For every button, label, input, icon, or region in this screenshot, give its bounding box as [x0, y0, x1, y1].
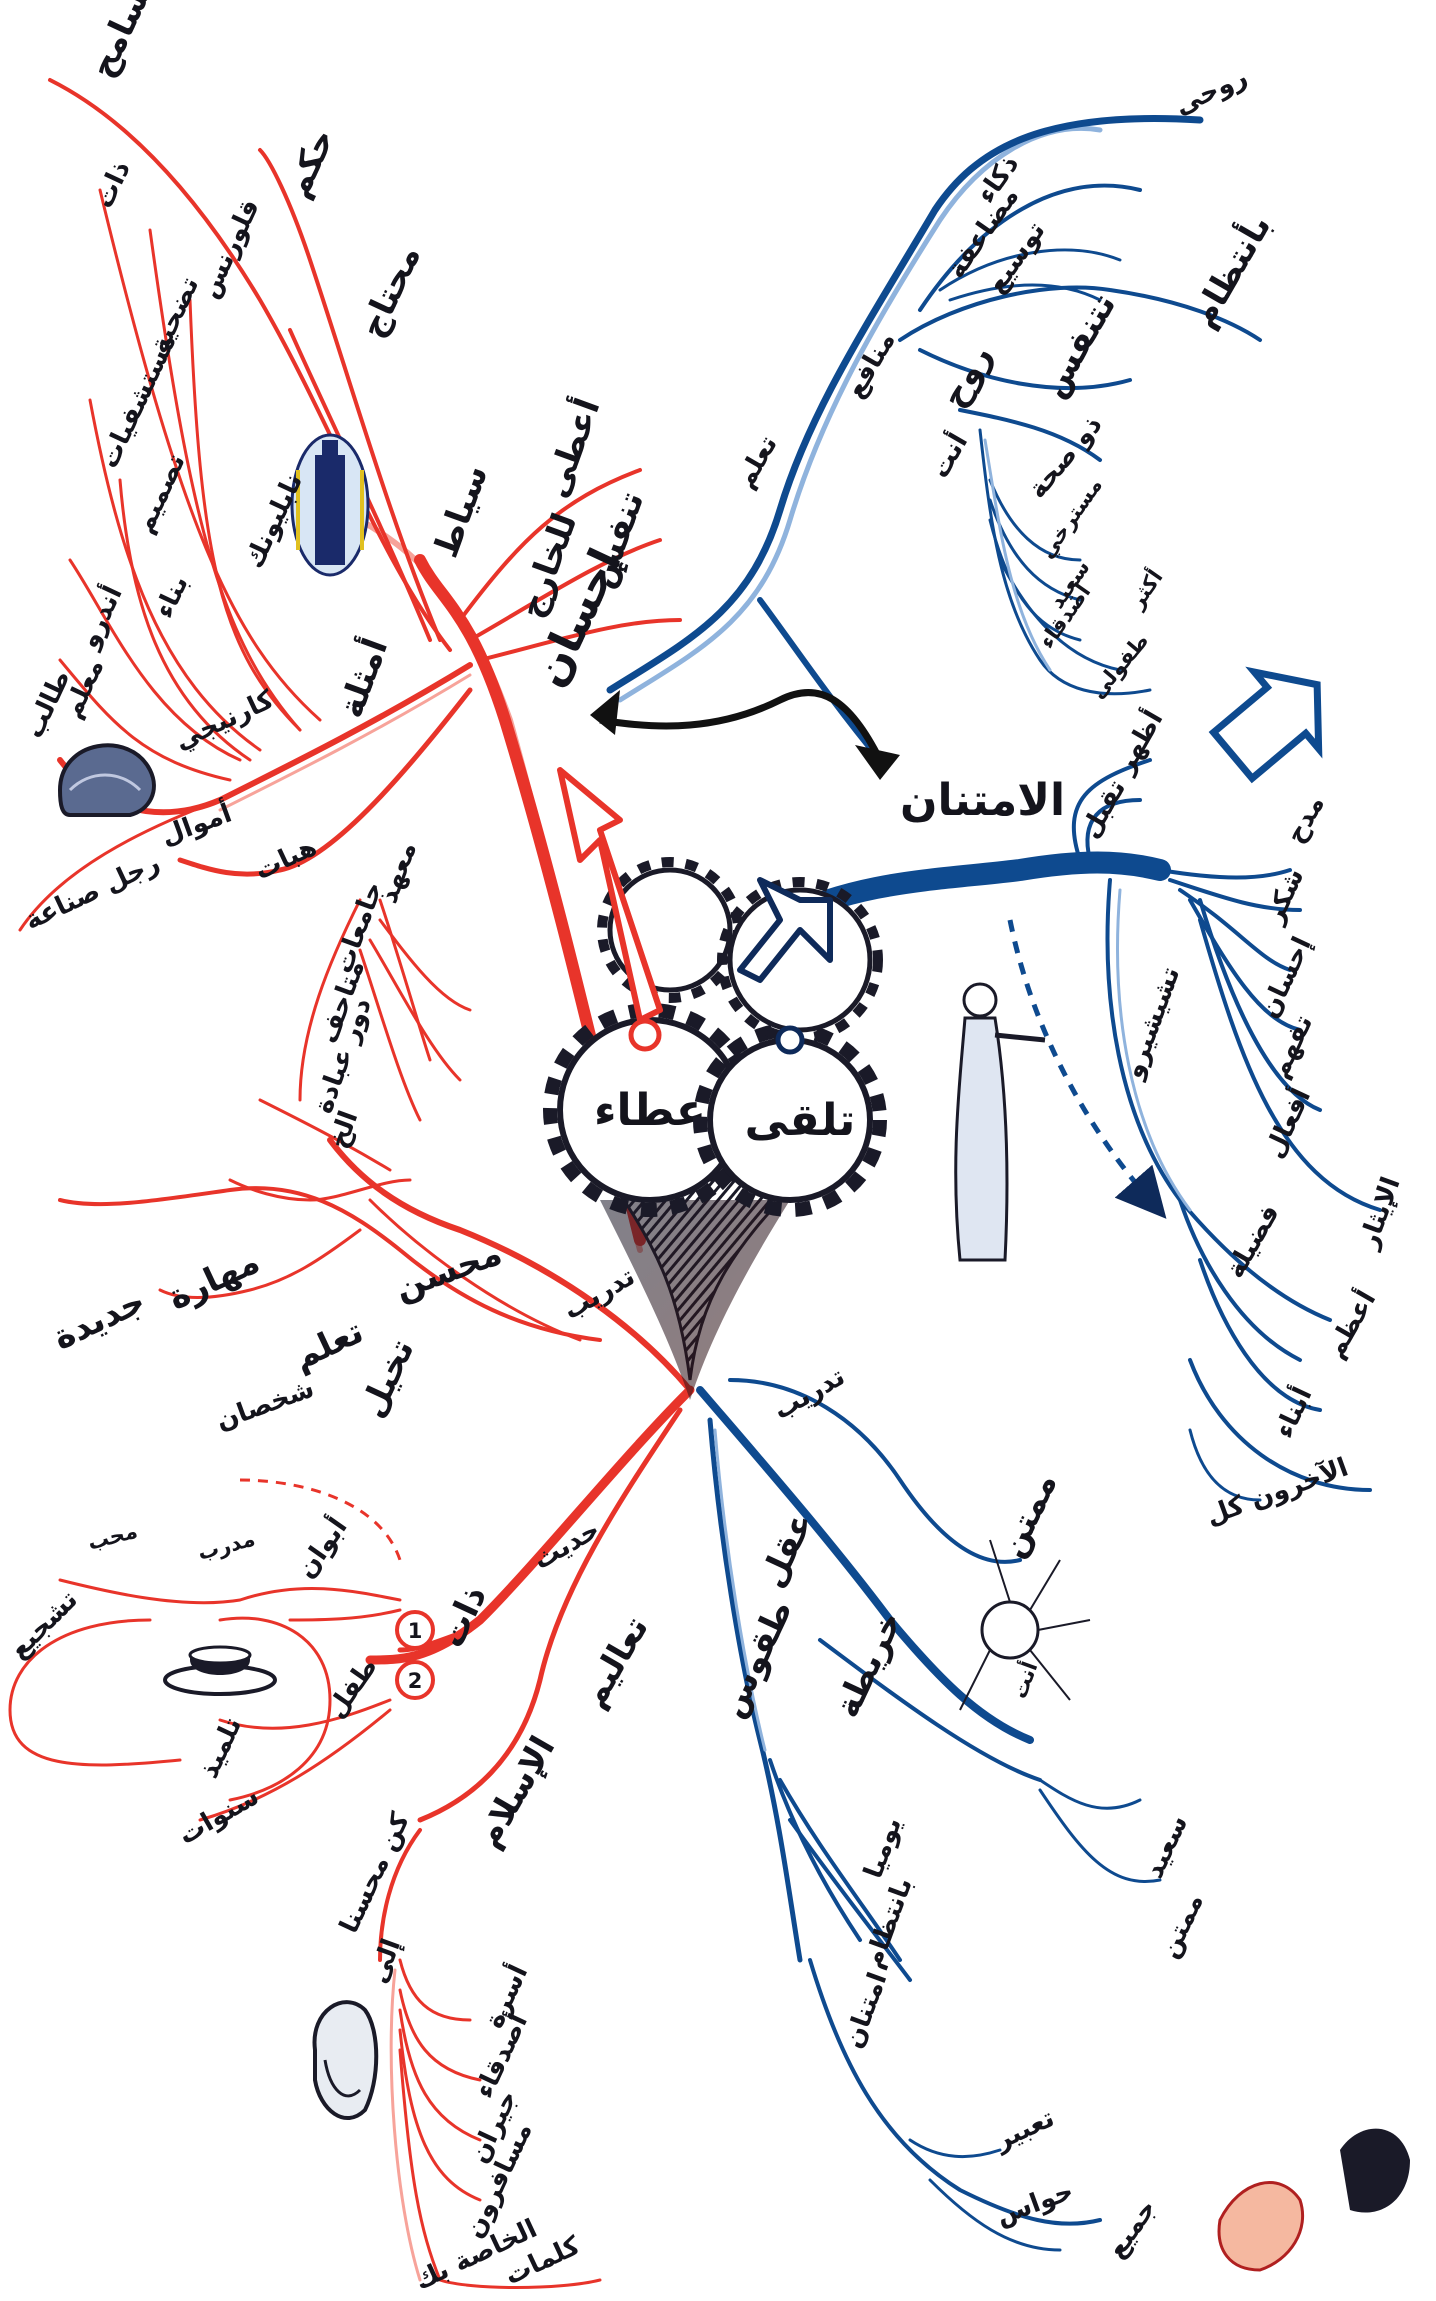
word-kharita: خريطة: [827, 1605, 911, 1724]
word-aata: أعطى: [533, 392, 608, 503]
word-madh: مدح: [1280, 790, 1331, 848]
gear-receive: تلقى: [700, 1030, 880, 1210]
word-taabir: تعبير: [988, 2103, 1059, 2157]
standing-man-icon: [956, 984, 1045, 1260]
blue-bottom-branch: [700, 1380, 1160, 2250]
brain-icon: [60, 745, 154, 815]
word-afaal: أفعال: [1256, 1083, 1317, 1163]
word-dur-ibada: دور عبادة: [308, 994, 377, 1117]
word-bintizam: بأنتظام: [1181, 206, 1280, 334]
word-mutasameh: متسامح: [82, 0, 172, 84]
tea-cup-icon: [165, 1647, 275, 1694]
word-amthila: أمثلة: [328, 632, 396, 723]
word-tadrib-red: تدريب: [559, 1262, 641, 1327]
word-muhtaj: محتاج: [352, 239, 429, 344]
pointer-arrow-icon: [1201, 646, 1350, 793]
word-muhib: محب: [85, 1519, 140, 1555]
hands-icon: [1219, 2129, 1410, 2270]
word-jamie: جميع: [1101, 2194, 1163, 2264]
word-tuqus: طقوس: [712, 1594, 801, 1724]
word-sanawat: سنوات: [174, 1781, 265, 1851]
word-manafie: منافع: [840, 327, 902, 404]
word-aazam: أعظم: [1317, 1284, 1382, 1363]
word-florence: قلورنس: [194, 195, 266, 303]
word-abnaa: أبناء: [1266, 1382, 1318, 1443]
lantern-icon: [292, 435, 368, 575]
word-amwal: أموال: [156, 796, 236, 852]
word-azhar: أظهر: [1106, 704, 1169, 780]
word-fadila: فضيلة: [1220, 1200, 1286, 1284]
word-anta-bottom: أنت: [1004, 1657, 1042, 1701]
word-yawmiyyan: يوميا: [858, 1813, 908, 1882]
word-muhsin: محسن: [389, 1233, 507, 1308]
word-akthar: أكثر: [1121, 564, 1167, 614]
word-saeed-bottom: سعيد: [1139, 1811, 1194, 1883]
word-imtinan-bottom: امتنان: [838, 1969, 893, 2053]
word-tafahhum: تفهم: [1264, 1010, 1319, 1083]
word-mahara: مهارة: [162, 1241, 266, 1318]
word-taallam: تعلم: [287, 1311, 370, 1378]
word-hibat: هبات: [250, 832, 321, 886]
word-tanaffus: تنفس: [581, 486, 653, 593]
word-mudarrib: مدرب: [195, 1527, 258, 1565]
word-ila: إلى: [363, 1935, 407, 1988]
word-islam: الإسلام: [468, 1730, 563, 1855]
gear-give-label: عطاء: [594, 1085, 706, 1136]
word-tilmidh: تلميذ: [194, 1713, 248, 1783]
blue-top-branch: [610, 118, 1260, 760]
word-tashjie: تشجيع: [4, 1585, 84, 1665]
word-zat-top: ذات: [89, 156, 137, 213]
word-mumtan-top: ممتن: [992, 1467, 1066, 1564]
word-taalim: تعاليم: [573, 1610, 657, 1715]
word-mumtan-bottom: ممتن: [1154, 1889, 1210, 1963]
word-hukm: حكم: [277, 123, 343, 204]
word-taallam-top: تعلم: [730, 430, 784, 493]
word-tasmim: تصميم: [129, 449, 192, 538]
word-kun-muhsinan: كن محسنا: [334, 1807, 416, 1938]
word-imtinan: الامتنان: [900, 775, 1065, 826]
word-ruhi: روحى: [1170, 62, 1252, 121]
word-jadida: جديدة: [47, 1281, 151, 1358]
word-aql: عقل: [752, 1506, 821, 1594]
word-abawan: أبوان: [289, 1511, 354, 1584]
word-mustashfayat: مستشفيات: [94, 329, 182, 473]
gear-receive-label: تلقى: [745, 1095, 856, 1146]
word-ithar: الإيثار: [1353, 1173, 1407, 1254]
word-taqabbal: تقبل: [1075, 775, 1132, 844]
number-one: 1: [408, 1619, 423, 1643]
word-carnegie: كارنيجي: [170, 684, 279, 756]
word-siyat: سياط: [426, 460, 496, 563]
word-chicherro: تشيشيرو: [1118, 963, 1187, 1084]
word-ihsan-right: إحسان: [1254, 932, 1318, 1023]
number-two: 2: [408, 1669, 423, 1693]
word-binaa: بناء: [149, 571, 195, 623]
bearded-man-icon: [315, 2002, 377, 2118]
word-shakhsan: شخصان: [212, 1374, 318, 1437]
word-anta-top: أنت: [922, 427, 974, 484]
